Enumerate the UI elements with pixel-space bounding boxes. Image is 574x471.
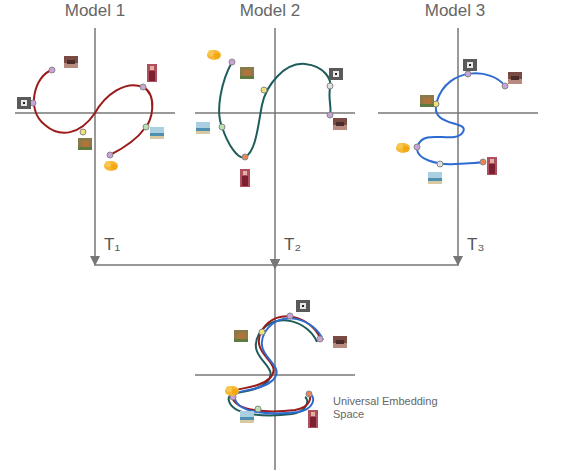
embedding-point (502, 83, 508, 89)
model-panel: Model 1 (10, 0, 180, 205)
y-axis (457, 28, 459, 205)
embedding-point (49, 67, 55, 73)
image-thumbnail (420, 95, 434, 107)
embedding-curve (34, 70, 152, 155)
embedding-point (327, 112, 333, 118)
embedding-point (242, 154, 248, 160)
arrow-head (453, 256, 463, 266)
embedding-point (80, 129, 86, 135)
image-thumbnail (428, 172, 442, 184)
embedding-point (317, 336, 323, 342)
y-axis (94, 28, 96, 205)
embedding-curve (219, 62, 330, 157)
embedding-point (107, 152, 113, 158)
image-thumbnail (104, 161, 118, 171)
space-label: Universal Embedding Space (333, 395, 451, 420)
image-thumbnail (240, 411, 254, 423)
transform-label: T₃ (467, 236, 484, 253)
image-thumbnail (333, 118, 347, 130)
embedding-point (229, 59, 235, 65)
image-thumbnail (207, 50, 221, 60)
image-thumbnail (296, 300, 310, 312)
image-thumbnail (234, 330, 248, 342)
image-thumbnail (64, 56, 78, 68)
image-thumbnail (147, 64, 157, 82)
image-thumbnail (308, 410, 318, 428)
panel-title: Model 3 (370, 1, 540, 21)
image-thumbnail (487, 157, 497, 175)
image-thumbnail (225, 386, 239, 396)
embedding-point (261, 87, 267, 93)
embedding-point (306, 391, 312, 397)
embedding-curve (417, 73, 505, 164)
panel-title: Model 2 (185, 1, 355, 21)
arrow-head (90, 256, 100, 266)
image-thumbnail (78, 138, 92, 150)
image-thumbnail (463, 59, 477, 71)
image-thumbnail (17, 97, 31, 109)
model-panel: Universal Embedding Space (190, 268, 360, 471)
embedding-point (219, 124, 225, 130)
model-panel: Model 2 (190, 0, 360, 205)
image-thumbnail (333, 336, 347, 348)
image-thumbnail (150, 127, 164, 139)
embedding-point (327, 83, 333, 89)
embedding-point (414, 144, 420, 150)
embedding-curve (235, 318, 323, 413)
panel-title: Model 1 (10, 1, 180, 21)
transform-arrow (275, 205, 458, 268)
embedding-curve (232, 316, 320, 411)
image-thumbnail (240, 67, 254, 79)
embedding-point (287, 313, 293, 319)
embedding-point (437, 161, 443, 167)
image-thumbnail (196, 122, 210, 134)
image-thumbnail (508, 72, 522, 84)
transform-label: T₂ (284, 236, 301, 253)
embedding-point (259, 329, 265, 335)
model-panel: Model 3 (373, 0, 543, 205)
embedding-point (465, 71, 471, 77)
transform-arrow (95, 205, 275, 268)
y-axis (274, 28, 276, 205)
embedding-point (143, 124, 149, 130)
embedding-point (255, 406, 261, 412)
embedding-point (480, 159, 486, 165)
embedding-point (140, 84, 146, 90)
transform-label: T₁ (104, 236, 120, 253)
image-thumbnail (329, 68, 343, 80)
transform-arrow (274, 205, 276, 268)
image-thumbnail (396, 143, 410, 153)
image-thumbnail (240, 169, 250, 187)
